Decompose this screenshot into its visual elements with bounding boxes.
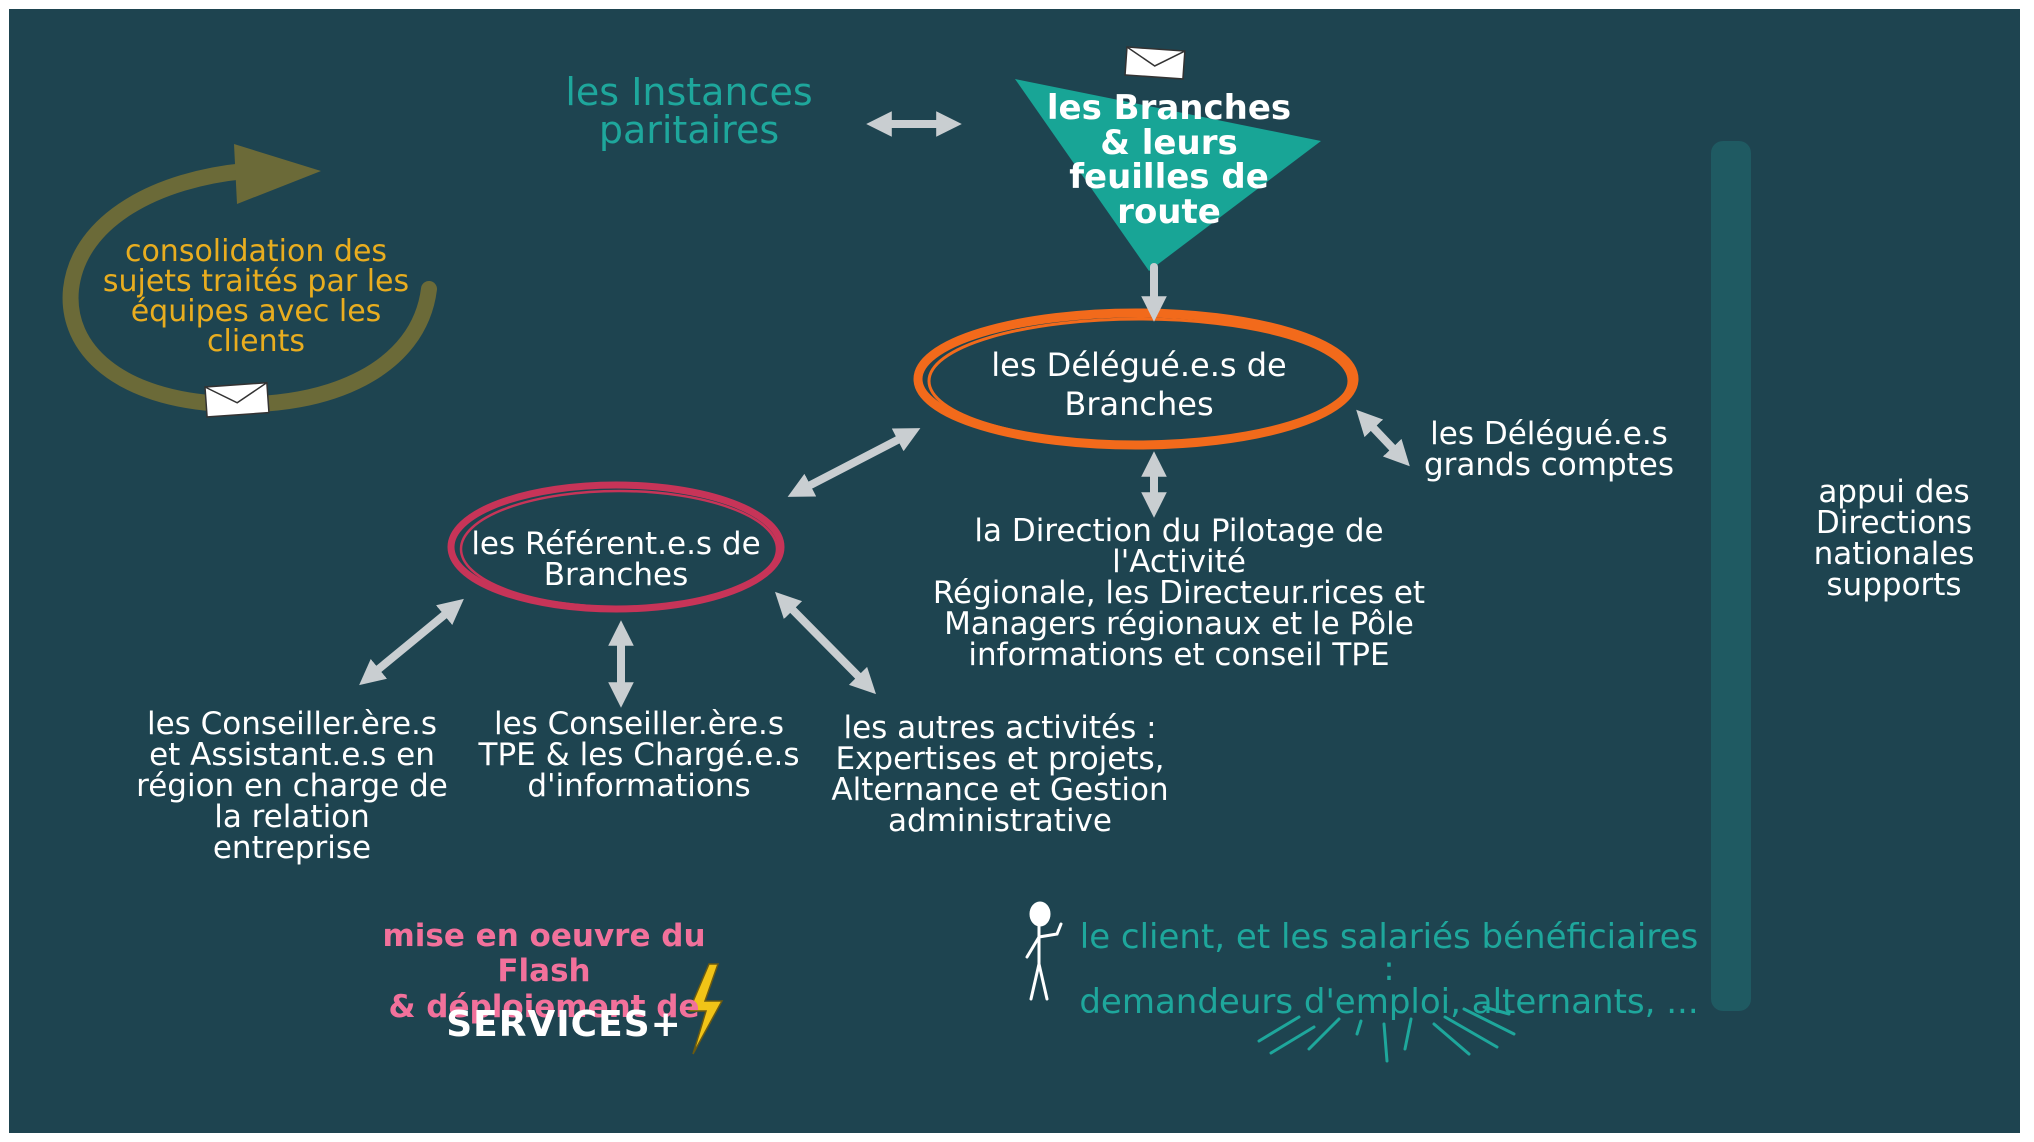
appui-label: appui des Directions nationales supports: [1813, 474, 1975, 603]
referents-ellipse: [447, 481, 785, 613]
direction-label: la Direction du Pilotage de l'Activité R…: [932, 513, 1426, 673]
arrow-delegues-referents: [787, 428, 921, 497]
diagram-artwork: [62, 46, 1751, 1063]
conseillers-tpe-label: les Conseiller.ère.s TPE & les Chargé.e.…: [478, 706, 800, 804]
delegues-grands-comptes-label: les Délégué.e.s grands comptes: [1423, 416, 1674, 483]
person-icon: [1025, 901, 1063, 1001]
services-logo: SERVICES+: [446, 1004, 682, 1045]
flash-label: mise en oeuvre du Flash & déploiement de: [382, 918, 706, 1025]
branches-title: les Branches & leurs feuilles de route: [1046, 88, 1292, 233]
delegues-label: les Délégué.e.s de Branches: [991, 346, 1287, 424]
arrow-delegues-grands-comptes: [1356, 409, 1410, 467]
supports-bar: [1711, 141, 1751, 1011]
rays-decoration: [1257, 1005, 1516, 1063]
arrow-referents-conseillers-region: [359, 598, 464, 686]
referents-label: les Référent.e.s de Branches: [471, 526, 761, 593]
branches-triangle: [1015, 79, 1321, 271]
diagram-canvas: les Instances paritaires les Branches & …: [9, 9, 2020, 1133]
lightning-icon: [687, 963, 724, 1055]
envelope-icon: [1124, 46, 1186, 80]
circular-arrow-icon: [62, 144, 437, 413]
envelope-icon: [204, 381, 270, 418]
arrow-referents-autres: [775, 591, 876, 695]
conseillers-region-label: les Conseiller.ère.s et Assistant.e.s en…: [136, 706, 448, 866]
consolidation-label: consolidation des sujets traités par les…: [102, 234, 410, 359]
autres-activites-label: les autres activités : Expertises et pro…: [831, 710, 1169, 839]
delegues-ellipse: [913, 308, 1359, 450]
client-label: le client, et les salariés bénéficiaires…: [1079, 917, 1699, 1022]
instances-label: les Instances paritaires: [565, 70, 813, 152]
